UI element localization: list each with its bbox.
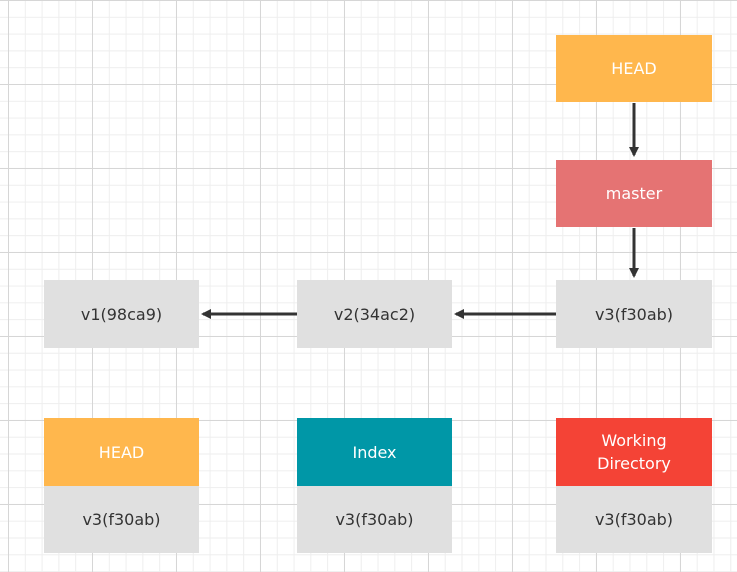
tree-head-commit: v3(f30ab) — [82, 510, 161, 529]
commit-v1-box: v1(98ca9) — [44, 280, 199, 348]
tree-index-name: Index — [352, 442, 397, 462]
master-branch-label: master — [605, 184, 663, 203]
head-ref-box: HEAD — [556, 35, 712, 102]
commit-v2-label: v2(34ac2) — [333, 304, 416, 324]
commit-v3-label: v3(f30ab) — [594, 304, 674, 324]
tree-working-directory-header: Working Directory — [556, 418, 712, 486]
tree-working-directory-commit: v3(f30ab) — [594, 510, 674, 529]
tree-working-directory-name: Working Directory — [597, 431, 671, 473]
tree-working-directory-commit-box: v3(f30ab) — [556, 486, 712, 553]
tree-head-header: HEAD — [44, 418, 199, 486]
tree-head-commit-box: v3(f30ab) — [44, 486, 199, 553]
head-ref-label: HEAD — [611, 59, 657, 78]
tree-index-header: Index — [297, 418, 452, 486]
tree-index-commit: v3(f30ab) — [335, 510, 414, 529]
tree-head-name: HEAD — [98, 442, 145, 462]
commit-v1-label: v1(98ca9) — [80, 304, 163, 324]
commit-v2-box: v2(34ac2) — [297, 280, 452, 348]
master-branch-box: master — [556, 160, 712, 227]
commit-v3-box: v3(f30ab) — [556, 280, 712, 348]
tree-index-commit-box: v3(f30ab) — [297, 486, 452, 553]
